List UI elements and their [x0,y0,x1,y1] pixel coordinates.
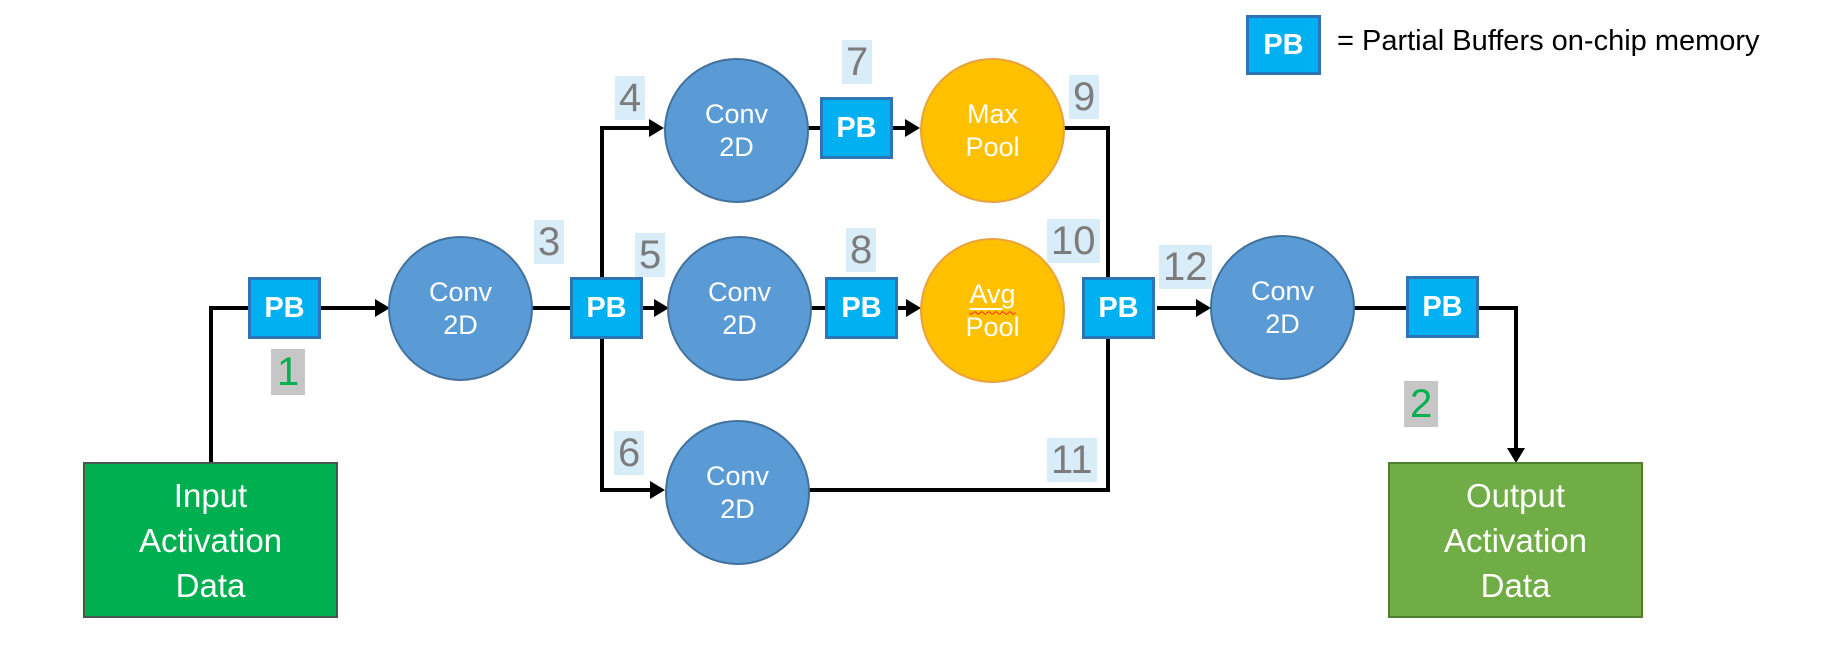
pb-node-merge: PB [1082,277,1155,339]
arrowhead-avgpool [906,299,921,317]
connector-pb2-conv2 [642,306,656,310]
conv2d-bottom-line2: 2D [720,493,755,524]
avg-pool-node: Avg Pool [920,238,1065,383]
connector-input-horizontal [209,306,250,310]
pb-node-2: PB [570,277,643,339]
step-badge-10: 10 [1047,219,1100,263]
connector-convbottom-right [809,488,1110,492]
arrowhead-maxpool [905,119,920,137]
pb-node-merge-label: PB [1098,291,1139,324]
step-badge-1: 1 [271,349,306,395]
conv2d-middle-line2: 2D [722,309,757,340]
output-box-line3: Data [1480,566,1551,604]
input-box-line3: Data [175,566,246,604]
step-badge-4: 4 [615,76,646,120]
connector-output-vertical [1514,306,1518,450]
pb-node-2-label: PB [586,291,627,324]
step-badge-12: 12 [1159,245,1212,289]
arrowhead-conv2 [654,299,669,317]
arrowhead-conv-top [649,119,664,137]
step-badge-6: 6 [614,431,645,475]
conv2d-middle-line1: Conv [707,276,772,307]
conv2d-top-node: Conv 2D [664,58,809,203]
connector-pb1-conv1 [321,306,377,310]
conv2d-bottom-node: Conv 2D [665,420,810,565]
pb-node-5: PB [1406,276,1479,338]
connector-pb3-avgpool [896,306,908,310]
conv2d-first-line1: Conv [428,276,493,307]
connector-conv1-pb2 [531,306,572,310]
connector-pb5-elbow [1478,306,1518,310]
input-box-line1: Input [173,476,248,514]
pb-node-3-label: PB [841,291,882,324]
connector-pb4-conv4 [1157,306,1198,310]
step-badge-5: 5 [635,233,666,277]
conv2d-top-line2: 2D [719,131,754,162]
output-activation-box: Output Activation Data [1388,462,1643,618]
pb-node-3: PB [825,277,898,339]
pb-node-top-label: PB [836,111,877,144]
arrowhead-output [1507,448,1525,463]
arrowhead-conv1 [375,299,390,317]
max-pool-node: Max Pool [920,58,1065,203]
pb-node-1: PB [248,277,321,339]
max-pool-line1: Max [966,98,1018,129]
legend-pb-label: PB [1263,28,1304,61]
conv2d-right-node: Conv 2D [1210,235,1355,380]
input-activation-box: Input Activation Data [83,462,338,618]
connector-pbtop-maxpool [891,126,907,130]
conv2d-middle-node: Conv 2D [667,236,812,381]
step-badge-7: 7 [842,40,873,84]
max-pool-line2: Pool [965,131,1020,162]
output-box-line1: Output [1465,476,1566,514]
avg-pool-line1: Avg [969,278,1015,311]
pb-node-5-label: PB [1422,290,1463,323]
avg-pool-line2: Pool [965,311,1020,342]
step-badge-2: 2 [1404,381,1439,427]
legend-text: = Partial Buffers on-chip memory [1337,25,1760,57]
conv2d-right-line1: Conv [1250,275,1315,306]
conv2d-first-node: Conv 2D [388,236,533,381]
connector-branch-top [600,126,650,130]
conv2d-right-line2: 2D [1265,308,1300,339]
connector-branch-bottom [600,488,651,492]
legend-pb-swatch: PB [1246,15,1321,75]
step-badge-3: 3 [534,220,565,264]
output-box-line2: Activation [1443,521,1588,559]
arrowhead-conv4 [1196,299,1211,317]
connector-conv2-pb3 [811,306,827,310]
step-badge-11: 11 [1047,438,1097,482]
connector-input-vertical [209,306,213,464]
connector-conv4-pb5 [1354,306,1407,310]
conv2d-bottom-line1: Conv [705,460,770,491]
pb-node-top: PB [820,97,893,159]
conv2d-top-line1: Conv [704,98,769,129]
connector-convtop-pbtop [808,126,822,130]
avg-pool-word: Avg [969,278,1016,309]
input-box-line2: Activation [138,521,283,559]
step-badge-9: 9 [1069,75,1100,119]
step-badge-8: 8 [846,228,877,272]
conv2d-first-line2: 2D [443,309,478,340]
connector-maxpool-right [1064,126,1110,130]
arrowhead-conv-bottom [650,481,665,499]
pb-node-1-label: PB [264,291,305,324]
